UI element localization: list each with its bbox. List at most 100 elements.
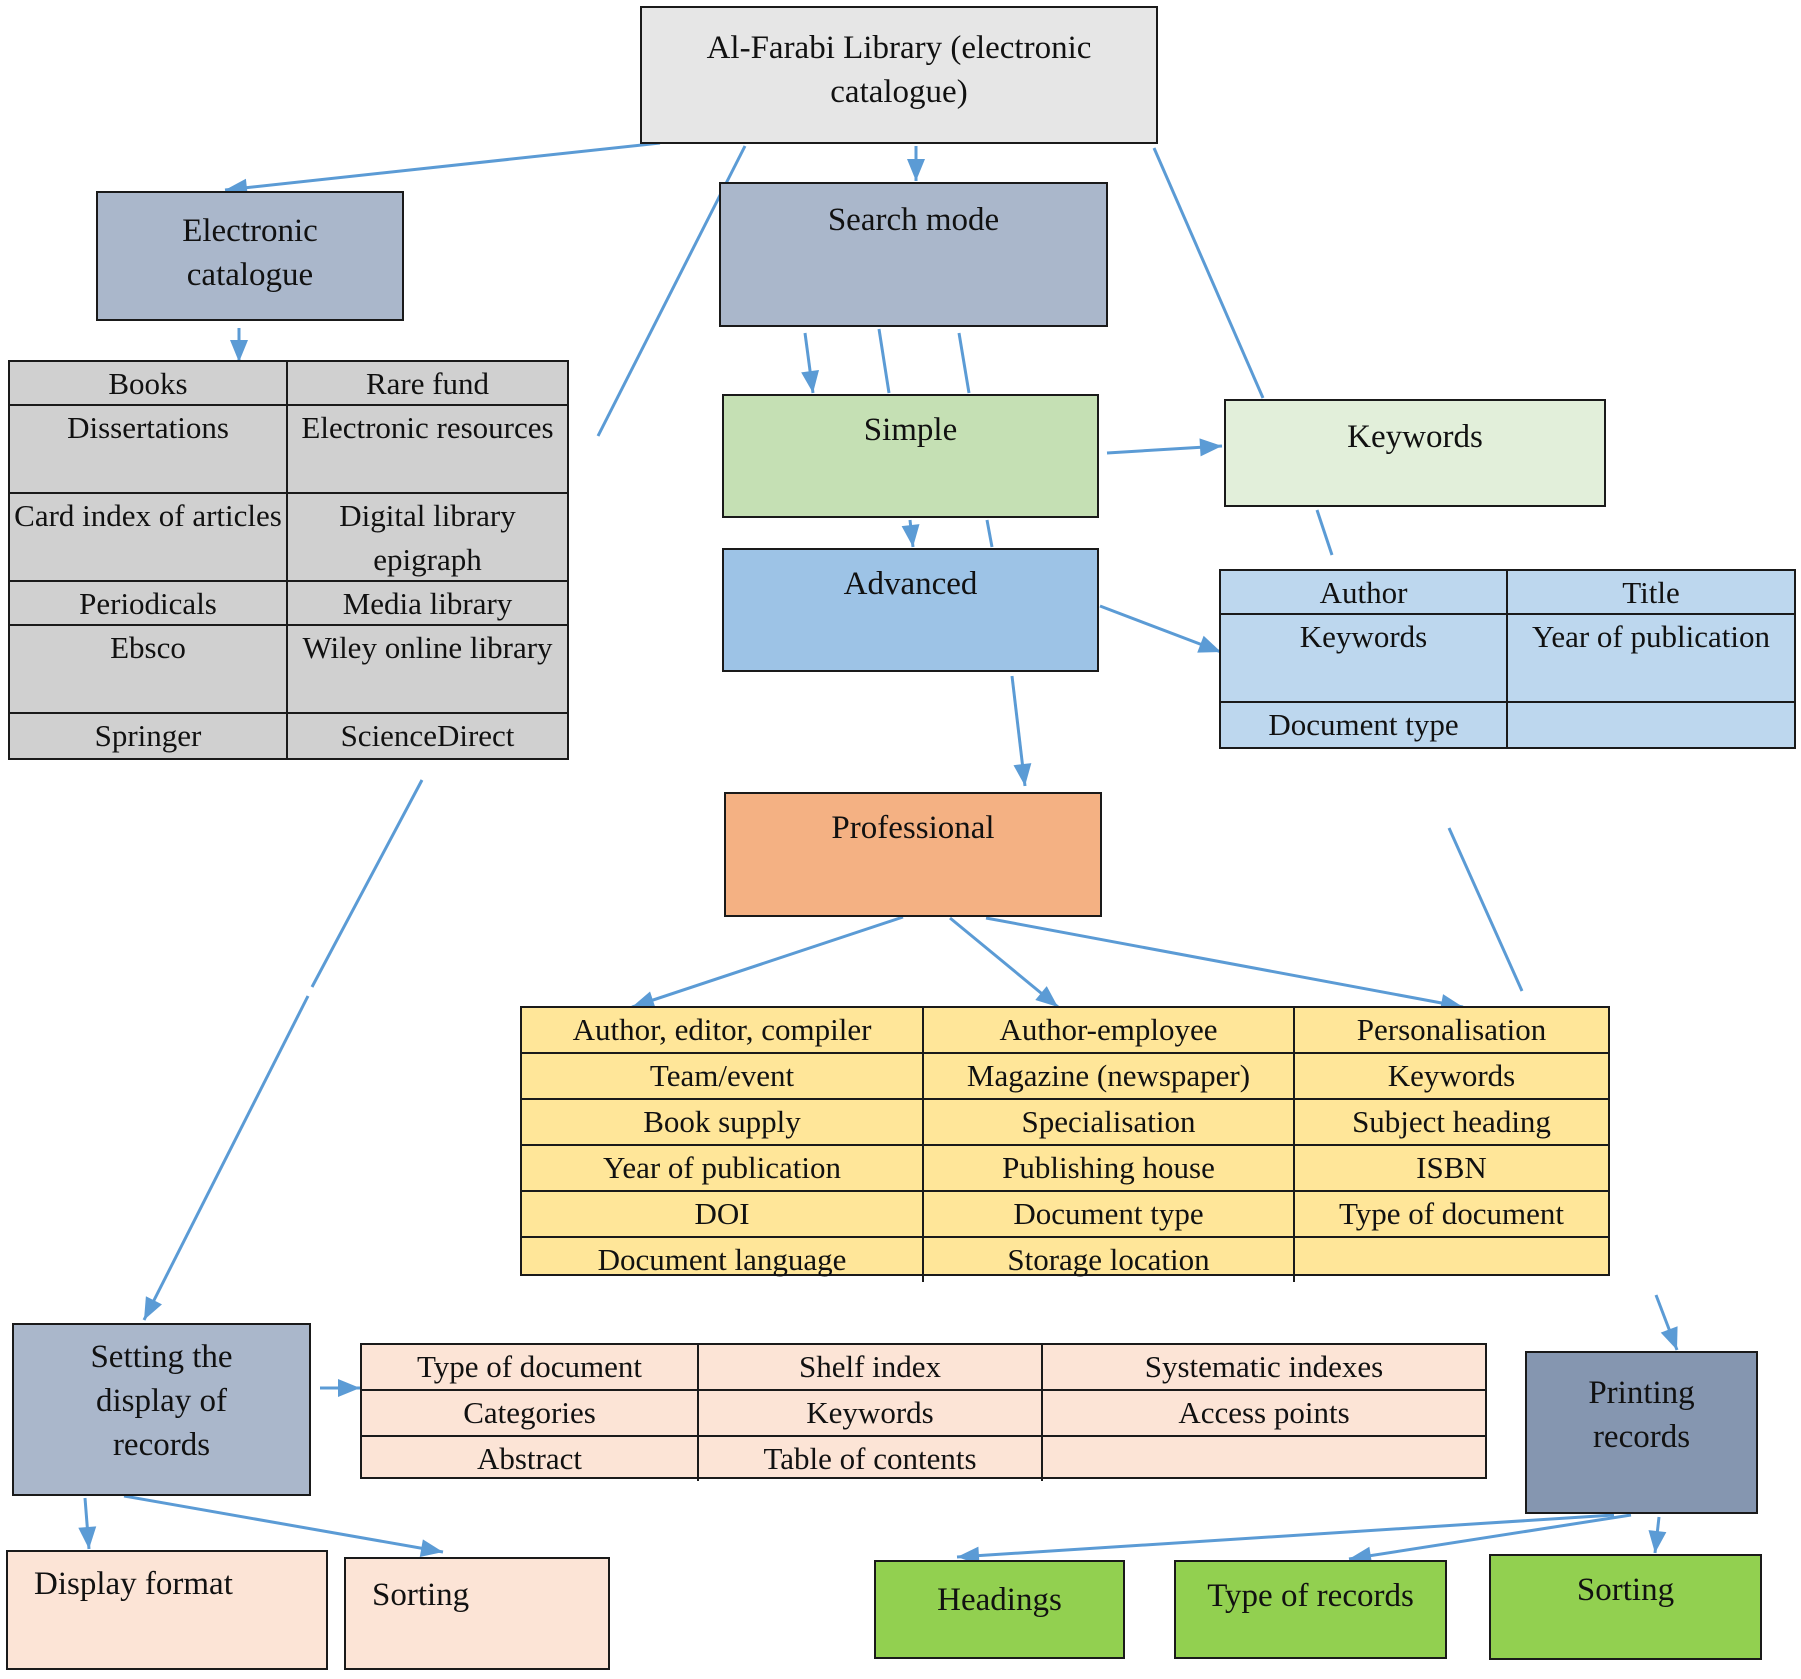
root-node-al-farabi-library: Al-Farabi Library (electronic catalogue) [640, 6, 1158, 144]
grid-cell: DOI [522, 1192, 924, 1238]
grid-cell: Personalisation [1295, 1008, 1608, 1054]
electronic-catalogue-label: Electronic catalogue [182, 213, 318, 293]
grid-cell: Type of document [1295, 1192, 1608, 1238]
grid-cell: Publishing house [924, 1146, 1295, 1192]
advanced-to-grid-line [1099, 604, 1222, 654]
simple-to-keywords-arrowhead [1199, 438, 1222, 457]
search-to-simple-arrowhead [801, 370, 820, 393]
prof-right-line-line [1447, 827, 1524, 992]
print-sorting-label: Sorting [1576, 1572, 1675, 1608]
to-printing-line [1654, 1294, 1679, 1351]
grid-cell: Subject heading [1295, 1100, 1608, 1146]
grid-cell: Rare fund [288, 362, 567, 406]
simple-search-node: Simple [722, 394, 1099, 518]
grid-cell: Keywords [1221, 615, 1508, 703]
grid-cell: Year of publication [522, 1146, 924, 1192]
grid-cell: Shelf index [699, 1345, 1043, 1391]
grid-cell: Author-employee [924, 1008, 1295, 1054]
display-settings-node: Setting the display of records [12, 1323, 311, 1496]
ecat-to-display-line [310, 779, 424, 988]
printing-records-label: Printing records [1588, 1375, 1695, 1455]
to-printing-arrowhead [1660, 1326, 1678, 1350]
grid-cell: Springer [10, 714, 288, 758]
grid-cell: Media library [288, 582, 567, 626]
grid-cell: Keywords [1295, 1054, 1608, 1100]
grid-cell: ScienceDirect [340, 718, 515, 753]
prof-to-col3-line [985, 916, 1464, 1009]
electronic-catalogue-node: Electronic catalogue [96, 191, 404, 321]
search-mode-node: Search mode [719, 182, 1108, 327]
grid-cell-empty [1295, 1238, 1608, 1282]
print-sorting-node: Sorting [1489, 1554, 1762, 1660]
root-node-label: Al-Farabi Library (electronic catalogue) [706, 30, 1092, 110]
grid-cell: Specialisation [924, 1100, 1295, 1146]
keywords-label: Keywords [1347, 419, 1483, 455]
grid-cell: Dissertations [10, 406, 288, 494]
prof-to-col1-line [631, 915, 904, 1009]
display-format-node: Display format [6, 1550, 328, 1670]
search-mode-label: Search mode [827, 202, 1000, 238]
print-to-type-line [1348, 1513, 1632, 1561]
grid-cell: Access points [1043, 1391, 1485, 1437]
grid-cell: Document type [1221, 703, 1508, 747]
grid-cell: Author [1221, 571, 1508, 615]
grid-cell: Document language [522, 1238, 924, 1282]
advanced-to-professional-arrowhead [1013, 763, 1032, 786]
display-to-format-arrowhead [78, 1526, 97, 1549]
grid-cell: Categories [362, 1391, 699, 1437]
display-to-grid-arrowhead [338, 1379, 360, 1397]
printing-records-node: Printing records [1525, 1351, 1758, 1514]
grid-cell: Document type [924, 1192, 1295, 1238]
ecat-to-display-b-arrowhead [144, 1296, 162, 1320]
type-of-records-node: Type of records [1174, 1560, 1447, 1659]
simple-to-keywords-line [1106, 444, 1223, 455]
advanced-to-grid-arrowhead [1197, 635, 1221, 653]
grid-cell: Card index of articles [10, 494, 288, 582]
simple-to-advanced-arrowhead [901, 524, 920, 547]
display-sorting-node: Sorting [344, 1557, 610, 1670]
keywords-to-advgrid-line [1315, 509, 1334, 556]
grid-cell: Storage location [924, 1238, 1295, 1282]
print-to-sorting-line [1653, 1516, 1661, 1554]
search-line-b-line [877, 328, 891, 394]
display-settings-label: Setting the display of records [90, 1339, 233, 1463]
simple-search-label: Simple [863, 412, 958, 448]
type-of-records-label: Type of records [1207, 1578, 1414, 1614]
grid-cell: Wiley online library [288, 626, 567, 714]
grid-cell: Author, editor, compiler [522, 1008, 924, 1054]
grid-cell-empty [1508, 703, 1794, 747]
keywords-node: Keywords [1224, 399, 1606, 507]
grid-cell: Books [10, 362, 288, 406]
search-to-simple-line [803, 332, 815, 394]
grid-cell: Electronic resources [288, 406, 567, 494]
grid-cell: Magazine (newspaper) [924, 1054, 1295, 1100]
display-to-sorting-arrowhead [419, 1539, 443, 1558]
simple-to-advanced-line [908, 519, 915, 548]
print-to-headings-line [956, 1513, 1615, 1559]
grid-cell: Table of contents [699, 1437, 1043, 1481]
prof-to-col2-arrowhead [1035, 986, 1058, 1007]
search-line-c-line [957, 332, 971, 394]
headings-label: Headings [937, 1582, 1062, 1618]
grid-cell: Systematic indexes [1043, 1345, 1485, 1391]
grid-cell: ISBN [1295, 1146, 1608, 1192]
display-to-format-line [83, 1497, 91, 1550]
prof-to-col2-line [949, 916, 1059, 1009]
grid-cell: Year of publication [1508, 615, 1794, 703]
advanced-search-label: Advanced [843, 566, 978, 602]
grid-cell: Team/event [522, 1054, 924, 1100]
grid-cell: Abstract [362, 1437, 699, 1481]
root-to-search-arrowhead [907, 159, 925, 181]
grid-cell-empty [1043, 1437, 1485, 1481]
simple-line-b-line [985, 519, 994, 548]
headings-node: Headings [874, 1560, 1125, 1659]
ecat-to-grid-arrowhead [230, 340, 248, 362]
display-to-sorting-line [123, 1494, 444, 1554]
professional-search-label: Professional [831, 810, 995, 846]
grid-cell: Type of document [362, 1345, 699, 1391]
grid-cell: Periodicals [10, 582, 288, 626]
ecat-to-display-b-line [142, 995, 310, 1321]
professional-search-node: Professional [724, 792, 1102, 917]
